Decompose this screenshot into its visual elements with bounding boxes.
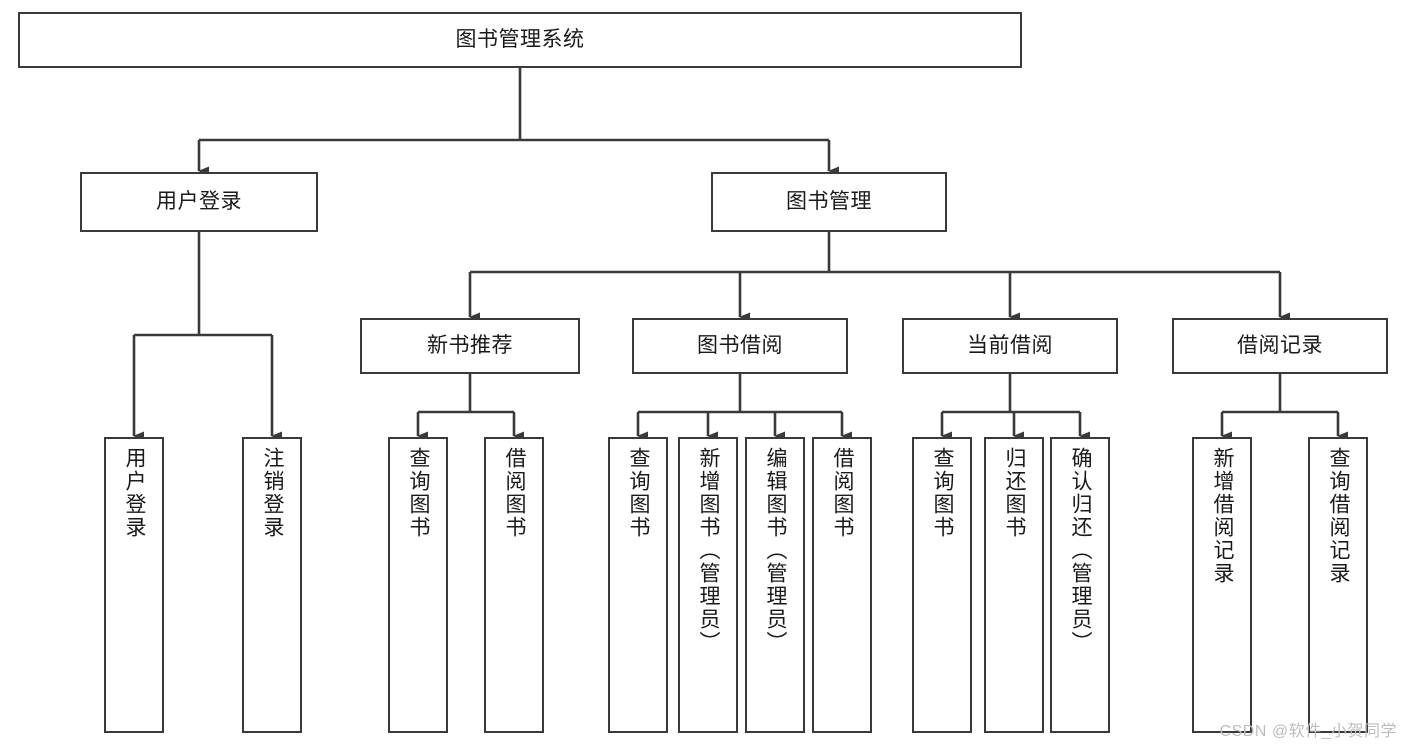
node-label: 用户登录 (123, 447, 147, 539)
node-leaf-confirm-return[interactable]: 确认归还（管理员） (1050, 437, 1110, 733)
node-leaf-add-book[interactable]: 新增图书（管理员） (678, 437, 738, 733)
node-label: 图书管理系统 (455, 27, 585, 51)
node-leaf-add-record[interactable]: 新增借阅记录 (1192, 437, 1252, 733)
node-leaf-query-book-1[interactable]: 查询图书 (388, 437, 448, 733)
node-leaf-borrow-book-2[interactable]: 借阅图书 (812, 437, 872, 733)
node-new-book-recommend[interactable]: 新书推荐 (360, 318, 580, 374)
node-label: 新增借阅记录 (1211, 447, 1235, 585)
node-label: 查询图书 (931, 447, 955, 539)
node-label: 注销登录 (261, 447, 285, 539)
node-label: 借阅图书 (503, 447, 527, 539)
node-label: 归还图书 (1003, 447, 1027, 539)
node-label: 新增图书（管理员） (697, 447, 721, 654)
node-label: 查询图书 (407, 447, 431, 539)
node-label: 借阅记录 (1237, 333, 1323, 357)
node-label: 借阅图书 (831, 447, 855, 539)
node-current-borrow[interactable]: 当前借阅 (902, 318, 1118, 374)
node-leaf-return-book[interactable]: 归还图书 (984, 437, 1044, 733)
node-label: 编辑图书（管理员） (764, 447, 788, 654)
node-leaf-logout[interactable]: 注销登录 (242, 437, 302, 733)
node-label: 查询借阅记录 (1327, 447, 1351, 585)
node-book-borrow[interactable]: 图书借阅 (632, 318, 848, 374)
node-label: 当前借阅 (967, 333, 1053, 357)
node-label: 查询图书 (627, 447, 651, 539)
node-label: 确认归还（管理员） (1069, 447, 1093, 654)
node-leaf-edit-book[interactable]: 编辑图书（管理员） (745, 437, 805, 733)
node-label: 用户登录 (156, 189, 242, 213)
node-leaf-query-book-2[interactable]: 查询图书 (608, 437, 668, 733)
node-borrow-record[interactable]: 借阅记录 (1172, 318, 1388, 374)
node-label: 新书推荐 (427, 333, 513, 357)
node-leaf-query-record[interactable]: 查询借阅记录 (1308, 437, 1368, 733)
csdn-watermark: CSDN @软件_小贺同学 (1219, 723, 1397, 740)
node-root[interactable]: 图书管理系统 (18, 12, 1022, 68)
node-user-login[interactable]: 用户登录 (80, 172, 318, 232)
node-leaf-user-login[interactable]: 用户登录 (104, 437, 164, 733)
node-leaf-borrow-book-1[interactable]: 借阅图书 (484, 437, 544, 733)
node-leaf-query-book-3[interactable]: 查询图书 (912, 437, 972, 733)
node-book-management[interactable]: 图书管理 (711, 172, 947, 232)
node-label: 图书管理 (786, 189, 872, 213)
node-label: 图书借阅 (697, 333, 783, 357)
